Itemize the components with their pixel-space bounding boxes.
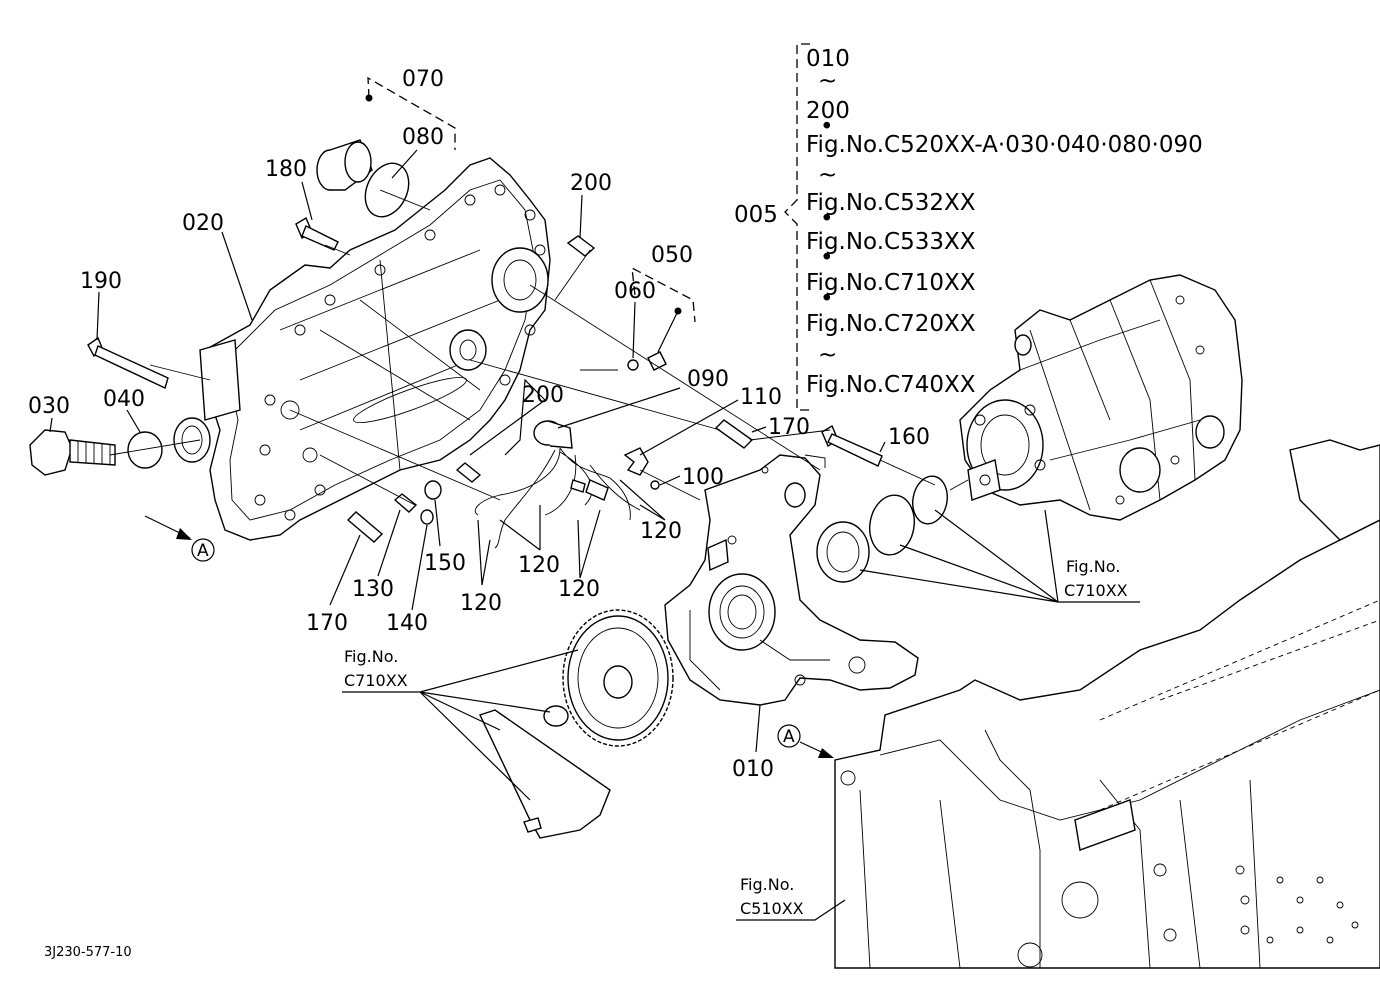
drain-plug-030 <box>29 429 116 476</box>
fig-ref-gear-line1: Fig.No. <box>344 647 398 666</box>
callout-150: 150 <box>424 551 466 576</box>
bolt-190 <box>87 336 169 389</box>
drive-gear <box>562 609 674 747</box>
oil-seal <box>816 521 870 583</box>
pin-200-top <box>566 235 596 257</box>
bolt-160 <box>821 424 883 467</box>
callout-160: 160 <box>888 425 930 450</box>
callout-120-c: 120 <box>558 577 600 602</box>
callout-110: 110 <box>740 385 782 410</box>
fig-ref-case-line2: C510XX <box>740 899 804 918</box>
callout-130: 130 <box>352 577 394 602</box>
callout-050: 050 <box>651 243 693 268</box>
hydraulic-pump <box>959 274 1243 521</box>
sight-lines <box>109 189 969 506</box>
callout-090: 090 <box>687 367 729 392</box>
collar-ring <box>543 705 569 727</box>
snap-ring-1 <box>869 494 915 556</box>
gear-case-010 <box>664 454 919 706</box>
drawing-code: 3J230-577-10 <box>44 945 132 960</box>
plug-050 <box>647 351 667 371</box>
marker-a-right-label: A <box>783 727 795 747</box>
bolt-180 <box>295 216 339 251</box>
brace-bullet-1: • <box>820 114 834 140</box>
brace-list-005: 005 010 ~ 200 • Fig.No.C520XX-A·030·040·… <box>734 43 1203 411</box>
callout-180: 180 <box>265 157 307 182</box>
callout-140: 140 <box>386 611 428 636</box>
callout-100: 100 <box>682 465 724 490</box>
plug-070 <box>316 139 373 191</box>
callout-170-right: 170 <box>768 415 810 440</box>
brace-bullet-4: • <box>820 286 834 312</box>
fig-ref-pump-line1: Fig.No. <box>1066 557 1120 576</box>
callout-030: 030 <box>28 394 70 419</box>
brace-ref-2: Fig.No.C532XX <box>806 190 976 216</box>
callout-120-d: 120 <box>460 591 502 616</box>
fig-ref-case: Fig.No. C510XX <box>736 875 846 921</box>
callout-040: 040 <box>103 387 145 412</box>
callout-120-a: 120 <box>640 519 682 544</box>
sensor-harness-090 <box>474 420 641 549</box>
callout-190: 190 <box>80 269 122 294</box>
callout-070: 070 <box>402 67 444 92</box>
ring-150 <box>424 480 442 500</box>
ball-060 <box>627 359 639 371</box>
brace-from: 010 <box>806 46 850 72</box>
callout-200-top: 200 <box>570 171 612 196</box>
brace-bullet-2: • <box>820 206 834 232</box>
callout-060: 060 <box>614 279 656 304</box>
brace-tilde-1: ~ <box>818 68 837 94</box>
snap-ring-2 <box>912 475 948 525</box>
callouts: 070 080 180 020 190 030 040 200 050 060 … <box>28 67 930 782</box>
brace-to: 200 <box>806 98 850 124</box>
fig-ref-case-line1: Fig.No. <box>740 875 794 894</box>
transmission-case <box>834 439 1380 969</box>
callout-010: 010 <box>732 757 774 782</box>
fig-ref-pump-line2: C710XX <box>1064 581 1128 600</box>
marker-a-left: A <box>144 515 215 562</box>
fig-ref-gear-line2: C710XX <box>344 671 408 690</box>
ring-140 <box>420 509 434 525</box>
pin-130 <box>393 493 418 513</box>
callout-170-left: 170 <box>306 611 348 636</box>
cover-case-020 <box>173 157 551 541</box>
brace-ref-4: Fig.No.C710XX <box>806 270 976 296</box>
brace-tilde-2: ~ <box>818 162 837 188</box>
brace-bullet-3: • <box>820 245 834 271</box>
brace-ref-6: Fig.No.C740XX <box>806 372 976 398</box>
gear-cover-plate <box>479 709 611 839</box>
o-ring-040 <box>127 431 163 469</box>
callout-005: 005 <box>734 202 778 228</box>
marker-a-left-label: A <box>197 541 209 561</box>
callout-120-b: 120 <box>518 553 560 578</box>
brace-ref-5: Fig.No.C720XX <box>806 311 976 337</box>
marker-a-right: A <box>777 724 834 758</box>
brace-ref-3: Fig.No.C533XX <box>806 229 976 255</box>
clip-110 <box>623 447 649 476</box>
fig-ref-gear: Fig.No. C710XX <box>342 647 579 801</box>
pin-200-mid <box>455 462 482 483</box>
callout-080: 080 <box>402 125 444 150</box>
callout-200-mid: 200 <box>522 383 564 408</box>
screw-100 <box>650 480 660 490</box>
pin-170-left <box>346 511 384 543</box>
brace-tilde-3: ~ <box>818 342 837 368</box>
callout-020: 020 <box>182 211 224 236</box>
pin-170-right <box>714 419 754 449</box>
o-ring-080 <box>364 162 410 218</box>
brace-ref-1: Fig.No.C520XX-A·030·040·080·090 <box>806 132 1203 158</box>
fig-ref-pump: Fig.No. C710XX <box>859 509 1140 603</box>
